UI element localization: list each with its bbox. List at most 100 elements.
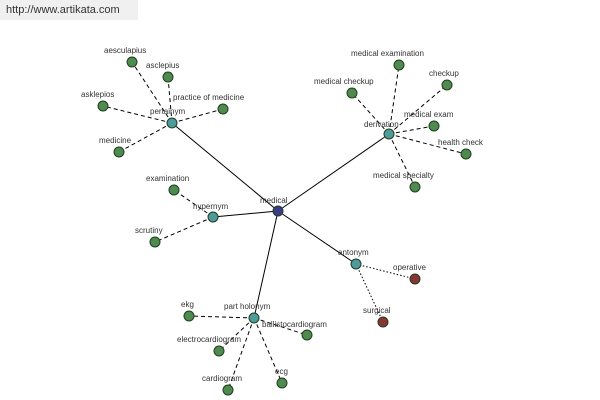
edge-medical-antonym (277, 210, 357, 265)
node-pertainym[interactable]: pertainym (150, 107, 185, 129)
edge-part-holonym-cardiogram (227, 317, 255, 391)
node-label-hypernym: hypernym (193, 202, 228, 211)
node-dot-electrocardiogram[interactable] (213, 345, 225, 357)
node-label-asclepius: asclepius (146, 61, 179, 70)
node-scrutiny[interactable]: scrutiny (135, 226, 163, 248)
edge-medical-pertainym (171, 122, 279, 212)
node-label-aesculapius: aesculapius (104, 46, 146, 55)
node-examination[interactable]: examination (146, 174, 189, 196)
node-dot-aesculapius[interactable] (126, 56, 138, 68)
node-medical-exam[interactable]: medical exam (404, 110, 454, 132)
edge-medical-hypernym (212, 210, 279, 218)
node-label-part-holonym: part holonym (224, 302, 271, 311)
node-operative[interactable]: operative (393, 263, 426, 285)
node-part-holonym[interactable]: part holonym (224, 302, 271, 324)
node-label-checkup: checkup (429, 69, 459, 78)
node-practice-of-medicine[interactable]: practice of medicine (173, 93, 245, 115)
edge-hypernym-scrutiny (154, 216, 214, 243)
edge-derivation-health-check (388, 133, 467, 155)
node-label-derivation: derivation (364, 120, 399, 129)
node-dot-scrutiny[interactable] (149, 236, 161, 248)
node-label-medical-checkup: medical checkup (314, 77, 374, 86)
edge-medical-derivation (277, 133, 390, 212)
node-dot-practice-of-medicine[interactable] (217, 103, 229, 115)
node-ecg[interactable]: ecg (275, 367, 288, 389)
node-surgical[interactable]: surgical (363, 306, 391, 328)
node-dot-derivation[interactable] (383, 128, 395, 140)
edge-pertainym-asklepios (102, 105, 173, 124)
node-label-ekg: ekg (181, 300, 194, 309)
node-derivation[interactable]: derivation (364, 120, 399, 140)
edge-hypernym-examination (173, 189, 214, 218)
node-checkup[interactable]: checkup (429, 69, 459, 91)
node-aesculapius[interactable]: aesculapius (104, 46, 146, 68)
node-medicine[interactable]: medicine (99, 136, 132, 158)
node-label-asklepios: asklepios (81, 90, 114, 99)
node-antonym[interactable]: antonym (338, 248, 369, 270)
node-dot-surgical[interactable] (377, 316, 389, 328)
node-ballistocardiogram[interactable]: ballistocardiogram (262, 320, 327, 341)
node-health-check[interactable]: health check (438, 138, 484, 160)
node-dot-antonym[interactable] (350, 258, 362, 270)
node-dot-cardiogram[interactable] (222, 384, 234, 396)
node-dot-medical-checkup[interactable] (346, 87, 358, 99)
node-medical[interactable]: medical (260, 196, 288, 217)
node-dot-medical-exam[interactable] (428, 120, 440, 132)
edge-pertainym-asclepius (167, 76, 173, 124)
node-label-surgical: surgical (363, 306, 391, 315)
node-dot-pertainym[interactable] (166, 117, 178, 129)
node-dot-health-check[interactable] (460, 148, 472, 160)
node-label-ecg: ecg (275, 367, 288, 376)
node-label-practice-of-medicine: practice of medicine (173, 93, 245, 102)
node-medical-checkup[interactable]: medical checkup (314, 77, 374, 99)
node-hypernym[interactable]: hypernym (193, 202, 228, 223)
edge-part-holonym-ecg (253, 317, 283, 384)
node-dot-ecg[interactable] (276, 377, 288, 389)
node-label-medical-exam: medical exam (404, 110, 454, 119)
source-url-banner[interactable]: http://www.artikata.com (0, 0, 138, 20)
node-dot-hypernym[interactable] (207, 211, 219, 223)
node-label-medical-specialty: medical specialty (373, 171, 434, 180)
node-label-operative: operative (393, 263, 426, 272)
node-ekg[interactable]: ekg (181, 300, 195, 322)
node-medical-examination[interactable]: medical examination (351, 49, 424, 71)
node-medical-specialty[interactable]: medical specialty (373, 171, 434, 193)
node-dot-medical-examination[interactable] (393, 59, 405, 71)
node-dot-checkup[interactable] (441, 79, 453, 91)
node-label-health-check: health check (438, 138, 484, 147)
node-label-examination: examination (146, 174, 189, 183)
edge-antonym-surgical (355, 263, 384, 323)
edge-part-holonym-electrocardiogram (218, 317, 255, 352)
node-dot-ekg[interactable] (183, 310, 195, 322)
edge-derivation-medical-specialty (388, 133, 416, 188)
edge-part-holonym-ekg (188, 315, 255, 319)
edge-derivation-medical-exam (388, 125, 435, 135)
edge-derivation-medical-checkup (351, 92, 390, 135)
node-dot-examination[interactable] (168, 184, 180, 196)
edge-pertainym-practice-of-medicine (171, 108, 224, 124)
node-asklepios[interactable]: asklepios (81, 90, 114, 112)
node-dot-medical[interactable] (272, 205, 284, 217)
node-dot-ballistocardiogram[interactable] (301, 329, 313, 341)
node-label-cardiogram: cardiogram (202, 374, 242, 383)
node-label-ballistocardiogram: ballistocardiogram (262, 320, 327, 329)
edge-derivation-medical-examination (388, 64, 400, 135)
node-dot-medicine[interactable] (113, 146, 125, 158)
edge-derivation-checkup (388, 84, 448, 135)
node-dot-asclepius[interactable] (162, 71, 174, 83)
edge-pertainym-medicine (118, 122, 173, 153)
node-label-antonym: antonym (338, 248, 369, 257)
graph-edges (102, 61, 467, 391)
node-dot-medical-specialty[interactable] (409, 181, 421, 193)
node-electrocardiogram[interactable]: electrocardiogram (177, 335, 241, 357)
node-asclepius[interactable]: asclepius (146, 61, 179, 83)
node-label-pertainym: pertainym (150, 107, 185, 116)
node-cardiogram[interactable]: cardiogram (202, 374, 242, 396)
node-dot-operative[interactable] (409, 273, 421, 285)
node-label-medicine: medicine (99, 136, 132, 145)
edge-pertainym-aesculapius (131, 61, 173, 124)
node-dot-part-holonym[interactable] (248, 312, 260, 324)
node-dot-asklepios[interactable] (97, 100, 109, 112)
edge-part-holonym-ballistocardiogram (253, 317, 308, 336)
